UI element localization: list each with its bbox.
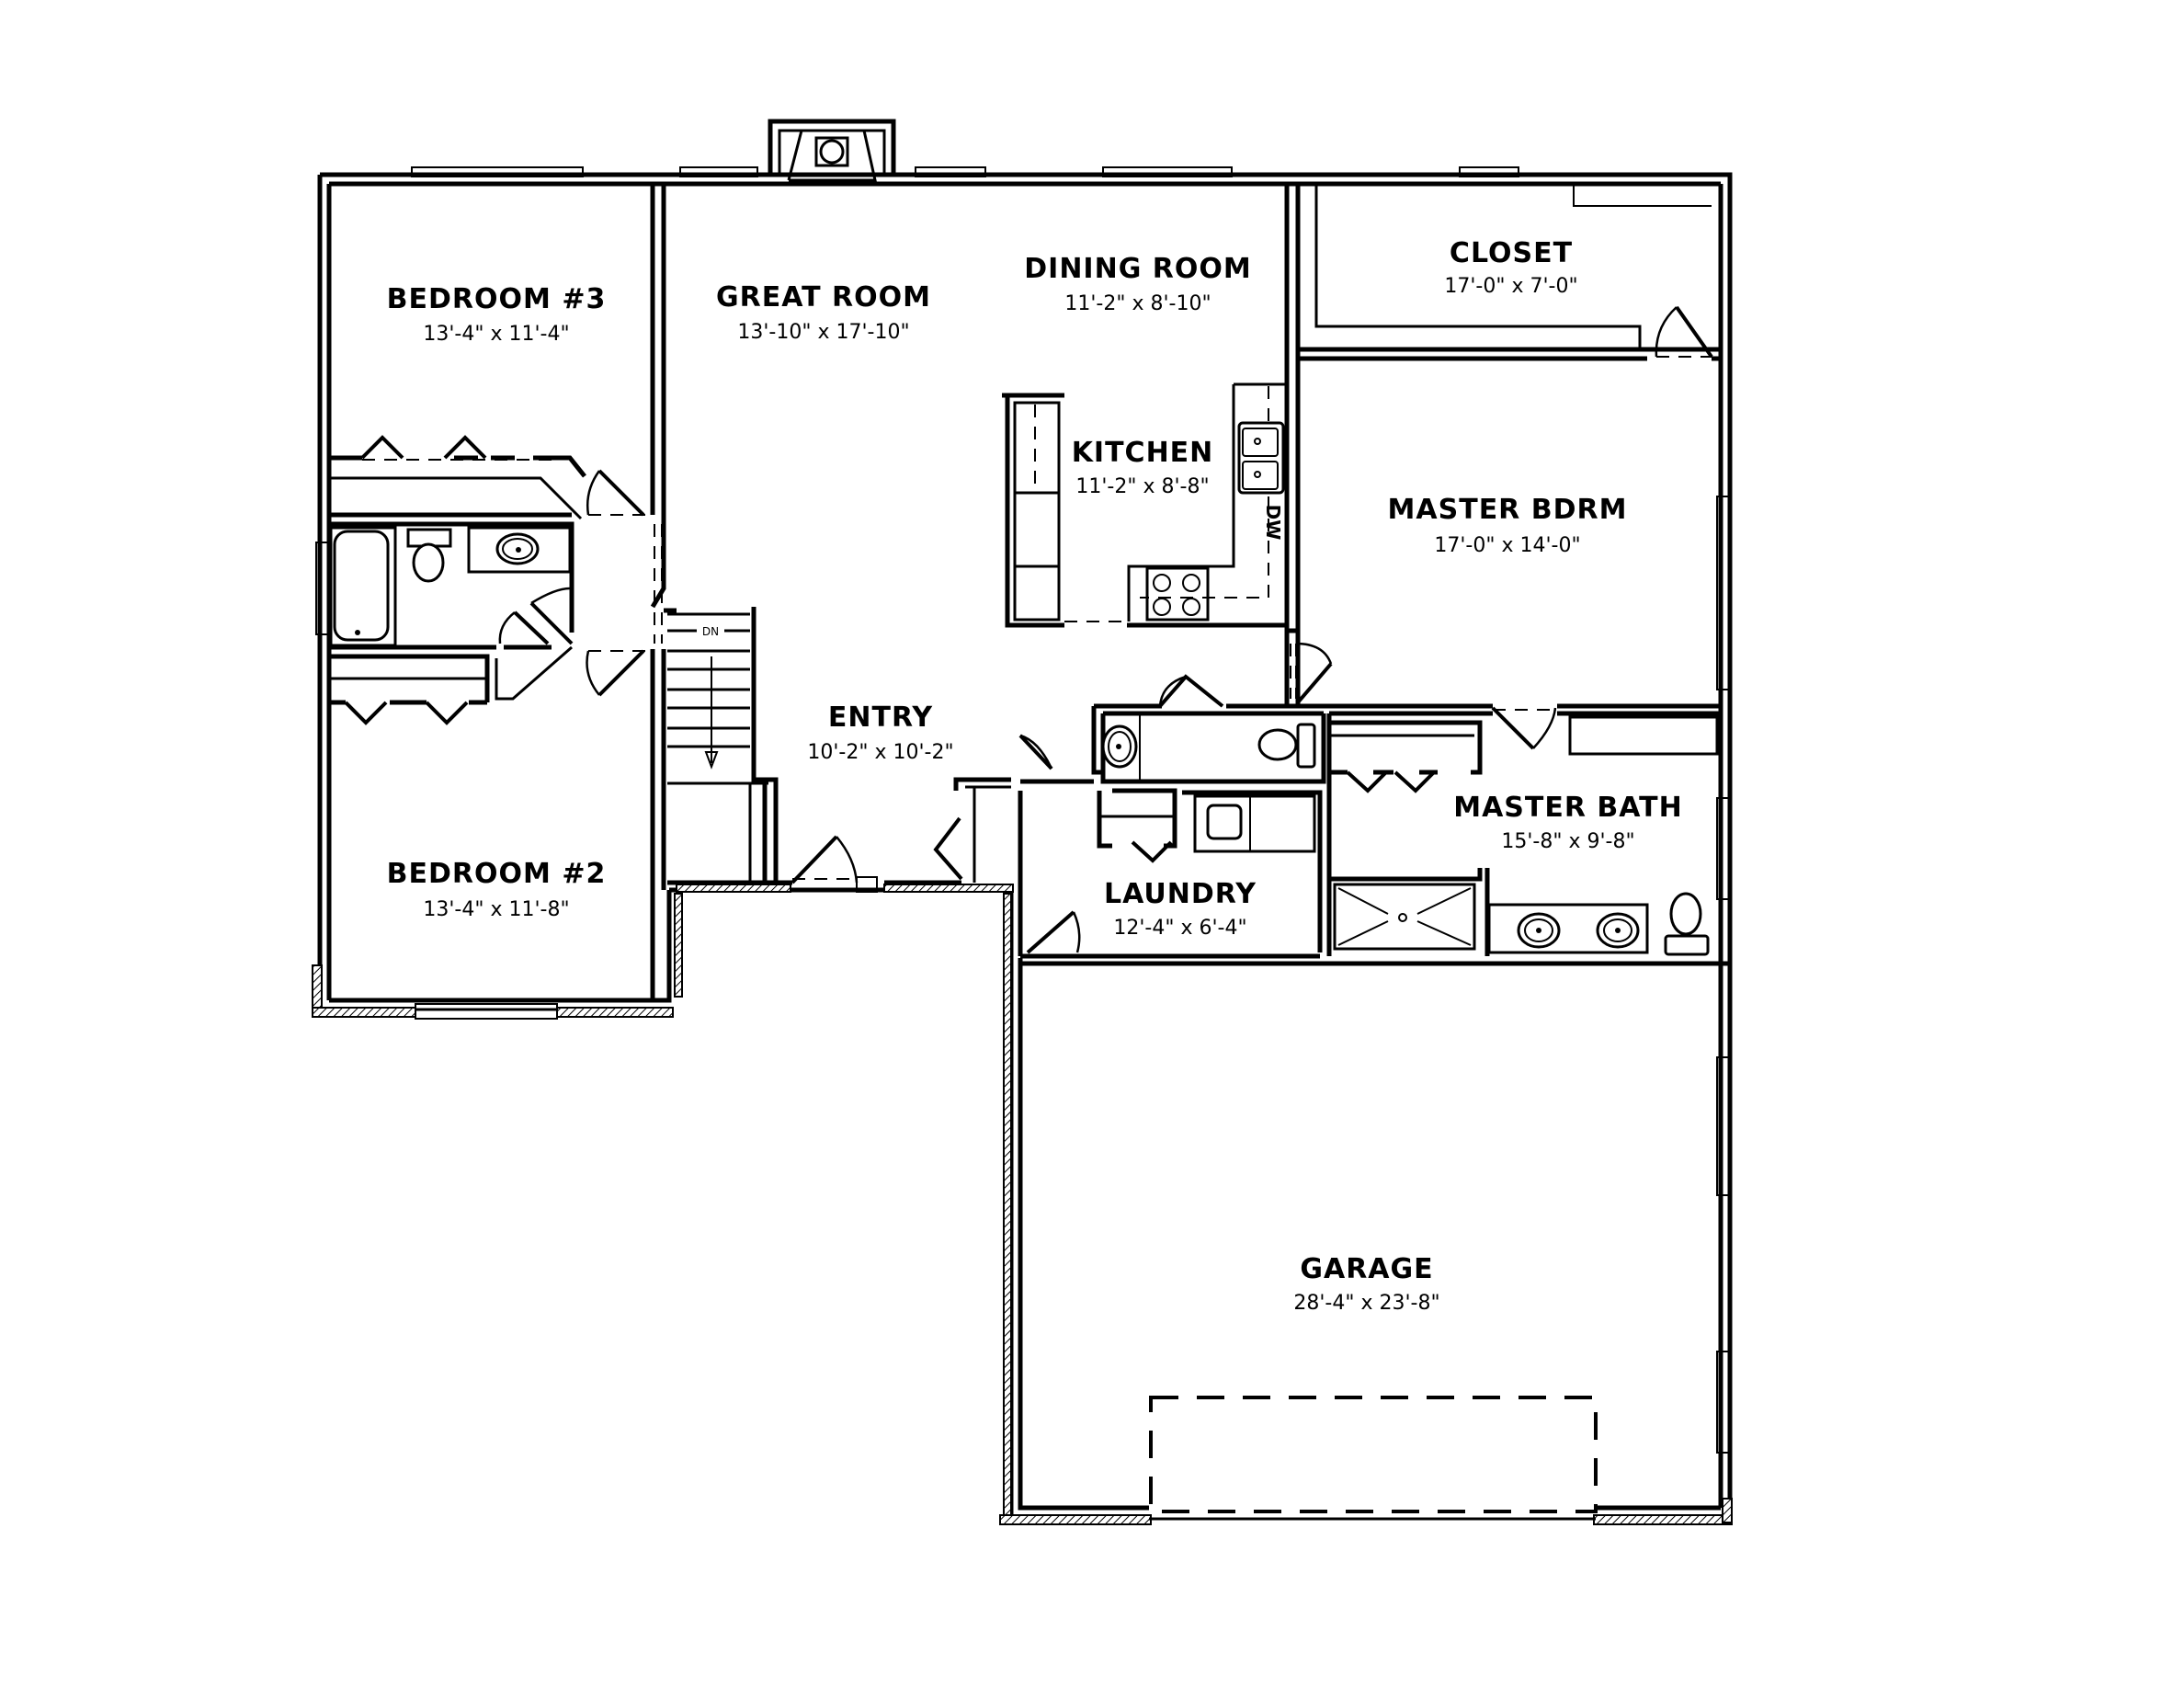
room-name-entry: ENTRY xyxy=(828,701,934,734)
room-dims-great-room: 13'-10" x 17'-10" xyxy=(737,321,909,344)
stair-down-label: DN xyxy=(702,625,719,638)
room-name-laundry: LAUNDRY xyxy=(1104,878,1257,910)
room-dims-master-bdrm: 17'-0" x 14'-0" xyxy=(1434,534,1580,557)
room-labels: BEDROOM #3 13'-4" x 11'-4" GREAT ROOM 13… xyxy=(387,237,1683,1315)
room-dims-kitchen: 11'-2" x 8'-8" xyxy=(1075,475,1209,498)
windows-top xyxy=(315,166,1731,1454)
room-dims-bedroom2: 13'-4" x 11'-8" xyxy=(423,898,569,921)
fireplace xyxy=(768,119,896,182)
room-dims-bedroom3: 13'-4" x 11'-4" xyxy=(423,323,569,346)
dishwasher-label: DW xyxy=(1262,505,1284,541)
room-dims-closet: 17'-0" x 7'-0" xyxy=(1444,275,1577,298)
room-name-great-room: GREAT ROOM xyxy=(716,281,931,314)
room-dims-entry: 10'-2" x 10'-2" xyxy=(807,741,953,764)
room-dims-laundry: 12'-4" x 6'-4" xyxy=(1113,917,1246,940)
room-dims-master-bath: 15'-8" x 9'-8" xyxy=(1501,830,1634,853)
room-name-bedroom2: BEDROOM #2 xyxy=(387,858,607,890)
room-name-dining-room: DINING ROOM xyxy=(1024,253,1251,285)
room-name-kitchen: KITCHEN xyxy=(1072,437,1214,469)
room-dims-dining-room: 11'-2" x 8'-10" xyxy=(1064,292,1211,315)
room-name-garage: GARAGE xyxy=(1300,1253,1433,1285)
room-name-master-bdrm: MASTER BDRM xyxy=(1388,494,1628,526)
room-name-master-bath: MASTER BATH xyxy=(1453,792,1683,824)
interior-walls xyxy=(329,184,1728,1000)
room-name-bedroom3: BEDROOM #3 xyxy=(387,283,607,315)
room-name-closet: CLOSET xyxy=(1450,237,1573,269)
room-dims-garage: 28'-4" x 23'-8" xyxy=(1293,1292,1439,1315)
doors xyxy=(344,305,1713,1513)
